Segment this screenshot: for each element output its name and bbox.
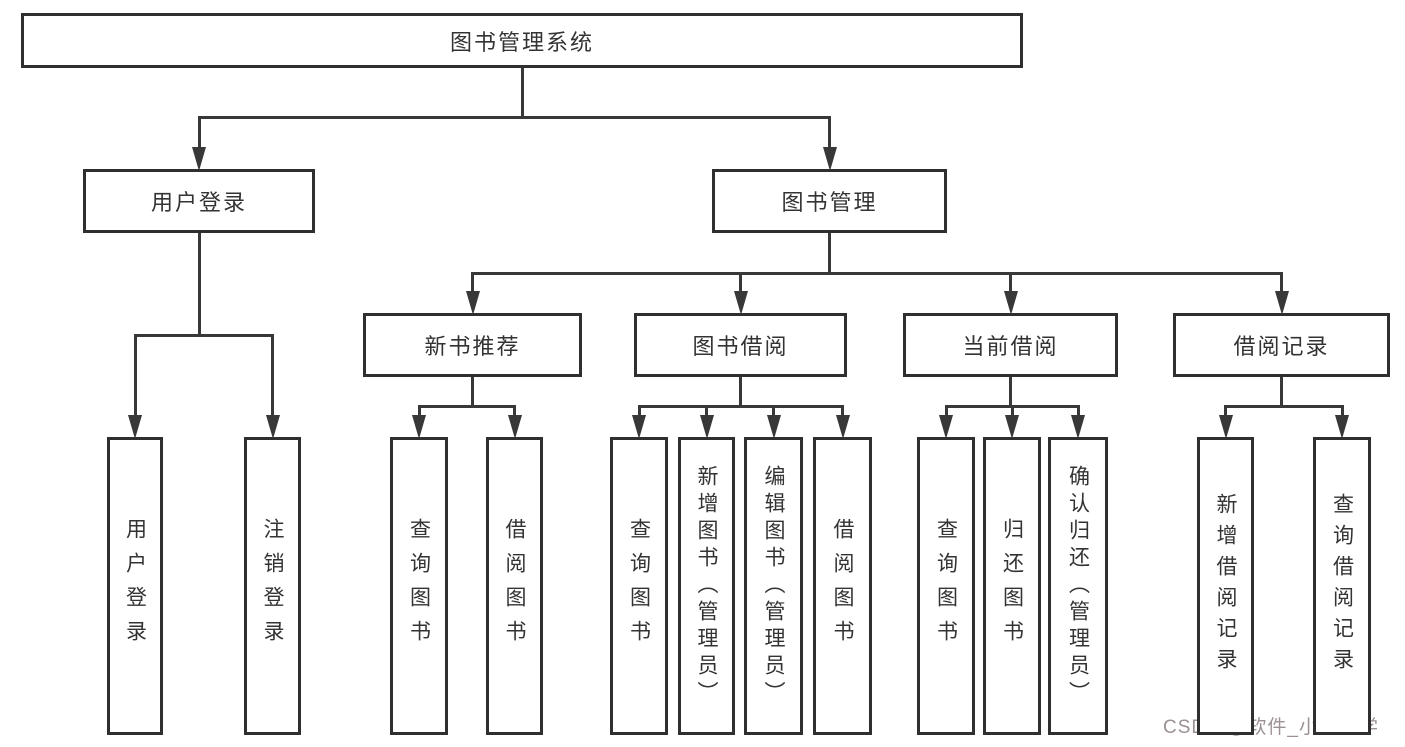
node-current-borrowing: 当前借阅 (903, 313, 1118, 377)
node-label: 确认归还（管理员） (1066, 464, 1090, 708)
edge-line (739, 271, 742, 295)
edge-line (520, 68, 524, 119)
node-leaf-bb-query-books: 查询图书 (610, 437, 668, 735)
edge-line (772, 404, 775, 419)
arrow-down-icon (1218, 415, 1233, 439)
node-leaf-br-add-record: 新增借阅记录 (1197, 437, 1254, 735)
edge-line (197, 115, 201, 151)
node-root: 图书管理系统 (21, 13, 1023, 68)
edge-line (637, 404, 844, 408)
node-leaf-bb-add-books-admin: 新增图书（管理员） (678, 437, 735, 735)
edge-line (417, 404, 421, 419)
arrow-down-icon (733, 291, 748, 315)
edge-line (471, 271, 474, 295)
node-label: 查询图书 (407, 518, 431, 654)
edge-line (828, 233, 831, 275)
node-label: 编辑图书（管理员） (762, 464, 785, 708)
node-leaf-cb-query-books: 查询图书 (917, 437, 975, 735)
edge-line (828, 115, 831, 151)
edge-line (1280, 377, 1283, 408)
node-leaf-nb-query-books: 查询图书 (390, 437, 448, 735)
arrow-down-icon (939, 415, 953, 439)
edge-line (1076, 404, 1080, 419)
node-borrow-records: 借阅记录 (1173, 313, 1390, 377)
node-label: 新书推荐 (424, 334, 521, 359)
node-user-login: 用户登录 (83, 169, 315, 233)
node-label: 归还图书 (1000, 518, 1024, 654)
arrow-down-icon (1274, 291, 1289, 315)
edge-line (471, 377, 474, 408)
edge-line (841, 404, 844, 419)
edge-line (1224, 404, 1227, 419)
arrow-down-icon (835, 415, 850, 439)
node-leaf-logout: 注销登录 (244, 437, 301, 735)
node-label: 图书借阅 (692, 334, 789, 359)
node-leaf-bb-borrow-books: 借阅图书 (813, 437, 872, 735)
edge-line (1340, 404, 1344, 419)
edge-line (1009, 377, 1012, 408)
node-label: 图书管理系统 (449, 29, 594, 55)
node-label: 查询图书 (627, 518, 651, 654)
edge-line (705, 404, 708, 419)
edge-line (197, 233, 201, 337)
node-leaf-nb-borrow-books: 借阅图书 (486, 437, 543, 735)
edge-line (637, 404, 641, 419)
edge-line (944, 404, 948, 419)
edge-line (1009, 271, 1012, 295)
arrow-down-icon (265, 415, 280, 439)
node-label: 用户登录 (150, 190, 247, 215)
arrow-down-icon (1003, 291, 1018, 315)
edge-line (739, 377, 742, 408)
edge-line (417, 404, 516, 408)
node-book-management: 图书管理 (712, 169, 947, 233)
node-leaf-br-query-record: 查询借阅记录 (1313, 437, 1371, 735)
arrow-down-icon (699, 415, 714, 439)
edge-line (1280, 271, 1283, 295)
edge-line (133, 333, 137, 419)
edge-line (471, 271, 1283, 275)
arrow-down-icon (1071, 415, 1085, 439)
edge-line (271, 333, 274, 419)
node-label: 新增图书（管理员） (695, 464, 718, 708)
edge-line (197, 115, 831, 119)
arrow-down-icon (412, 415, 426, 439)
arrow-down-icon (1005, 415, 1019, 439)
arrow-down-icon (822, 147, 837, 171)
node-label: 借阅记录 (1233, 334, 1330, 359)
arrow-down-icon (632, 415, 646, 439)
node-label: 用户登录 (123, 518, 147, 654)
node-label: 新增借阅记录 (1214, 493, 1237, 679)
arrow-down-icon (465, 291, 480, 315)
node-label: 图书管理 (781, 190, 878, 215)
arrow-down-icon (766, 415, 781, 439)
arrow-down-icon (1335, 415, 1349, 439)
arrow-down-icon (192, 147, 206, 171)
node-leaf-cb-return-books: 归还图书 (983, 437, 1041, 735)
node-leaf-user-login: 用户登录 (107, 437, 163, 735)
node-label: 借阅图书 (831, 518, 854, 654)
node-label: 注销登录 (261, 518, 284, 654)
edge-line (1010, 404, 1014, 419)
arrow-down-icon (128, 415, 142, 439)
node-label: 借阅图书 (503, 518, 526, 654)
node-book-borrowing: 图书借阅 (634, 313, 847, 377)
node-label: 当前借阅 (962, 334, 1059, 359)
node-label: 查询借阅记录 (1330, 493, 1354, 679)
edge-line (513, 404, 516, 419)
edge-line (1224, 404, 1344, 408)
node-label: 查询图书 (934, 518, 958, 654)
node-leaf-bb-edit-books-admin: 编辑图书（管理员） (744, 437, 803, 735)
node-leaf-cb-confirm-return-admin: 确认归还（管理员） (1048, 437, 1108, 735)
edge-line (133, 333, 274, 337)
arrow-down-icon (507, 415, 522, 439)
node-new-book-recommend: 新书推荐 (363, 313, 582, 377)
